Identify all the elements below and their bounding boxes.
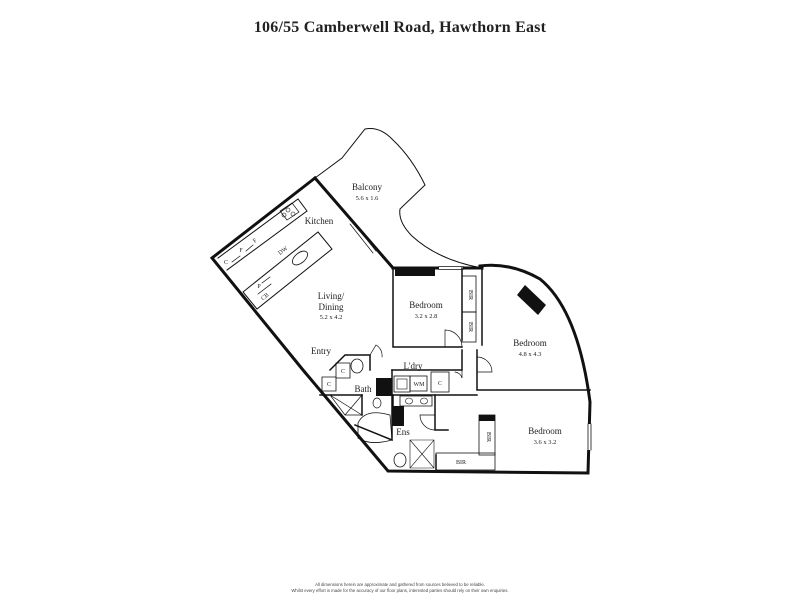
ensuite-basin [420, 397, 428, 405]
fridge-label: F [239, 248, 243, 254]
disclaimer-line-2: Whilst every effort is made for the accu… [291, 588, 509, 593]
wall-block [376, 268, 546, 426]
toilet [350, 358, 364, 374]
ensuite-label: Ens [396, 427, 410, 437]
kitchen-island [242, 231, 333, 310]
kitchen-label: Kitchen [305, 216, 334, 226]
bir-label-2: BIR [467, 322, 473, 332]
cupboard-laundry [430, 371, 450, 393]
basin [372, 397, 382, 409]
washing-machine-label: WM [414, 382, 426, 388]
bath-vanity [321, 376, 337, 392]
washing-machine [409, 375, 428, 392]
window [438, 265, 593, 451]
balcony-dims: 5.6 x 1.6 [356, 195, 380, 202]
built-in-robe [435, 275, 496, 471]
entry-label: Entry [311, 346, 331, 356]
bedroom-1-dims: 3.2 x 2.8 [415, 313, 438, 320]
disclaimer-line-1: All dimensions herein are approximate an… [315, 582, 485, 587]
exterior-wall [209, 175, 592, 475]
kitchen-back-bench [217, 198, 308, 271]
bath-cupboard-label-1: C [341, 369, 345, 375]
bedroom-3-label: Bedroom [528, 426, 562, 436]
door-swing [369, 329, 493, 431]
fixture-labels: C F F DW P CB BIR BIR BIR BIR WM C C C [224, 237, 491, 466]
balcony-label: Balcony [352, 182, 382, 192]
laundry-label: L'dry [403, 361, 423, 371]
laundry-cupboard-label: C [438, 381, 442, 387]
bath-cupboard-label-2: C [327, 382, 331, 388]
shower-recess [329, 394, 363, 416]
living-label-line1: Living/ [318, 291, 345, 301]
ensuite-vanity [399, 395, 433, 407]
bath-vanity [335, 362, 351, 379]
bedroom-3-dims: 3.6 x 3.2 [534, 439, 557, 446]
plan-title: 106/55 Camberwell Road, Hawthorn East [253, 19, 547, 36]
bir-label-4: BIR [456, 460, 466, 466]
dryer-oven-label: F [252, 237, 259, 244]
bath-label: Bath [355, 384, 372, 394]
ensuite-basin [405, 397, 413, 405]
kitchen-cabinet-lines [231, 244, 272, 295]
bathtub [357, 412, 393, 443]
kitchen-sink [291, 250, 309, 266]
ensuite-shower [409, 439, 435, 469]
cupboard-label: C [224, 260, 228, 266]
sliding-door [348, 221, 377, 255]
bedroom-2-label: Bedroom [513, 338, 547, 348]
laundry-tub [393, 375, 411, 393]
balcony-outline [314, 128, 483, 269]
cooktop-burner [290, 211, 296, 217]
bir-label-1: BIR [467, 290, 473, 300]
cupboard-b-label: CB [260, 292, 270, 302]
living-label-line2: Dining [318, 302, 344, 312]
pantry-label: P [257, 284, 261, 290]
dishwasher-label: DW [278, 246, 290, 257]
bir-label-3: BIR [485, 432, 491, 442]
bedroom-2-dims: 4.8 x 4.3 [519, 351, 542, 358]
cooktop-burner [285, 207, 291, 213]
bedroom-1-label: Bedroom [409, 300, 443, 310]
room-labels: Balcony 5.6 x 1.6 Kitchen Living/ Dining… [305, 182, 562, 446]
laundry-tub-inner [396, 378, 408, 390]
cooktop-burner [281, 212, 287, 218]
toilet [393, 452, 407, 468]
living-dims: 5.2 x 4.2 [320, 314, 343, 321]
